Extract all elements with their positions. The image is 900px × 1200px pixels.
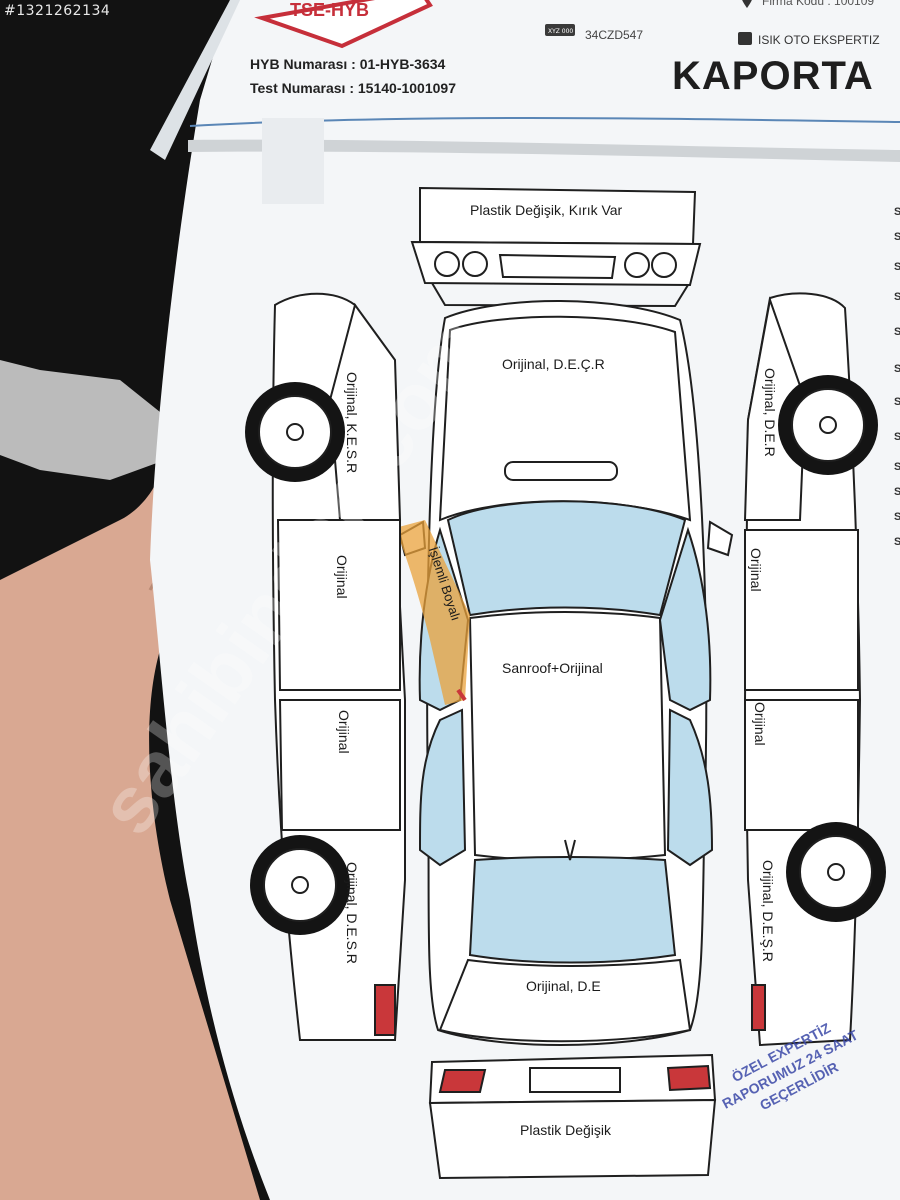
logo-text: TSE-HYB (290, 0, 369, 20)
hood-vent (504, 461, 618, 481)
trunk-label: Orijinal, D.E (526, 978, 601, 994)
front-bumper-label: Plastik Değişik, Kırık Var (470, 202, 623, 218)
rear-bumper-label: Plastik Değişik (520, 1122, 612, 1138)
right-front-fender-label: Orijinal, D.E.R (762, 368, 778, 457)
test-number: Test Numarası : 15140-1001097 (250, 80, 456, 96)
svg-text:S: S (894, 291, 900, 303)
right-side-glass-rear (666, 708, 714, 867)
firm-code: Firma Kodu : 100109 (762, 0, 875, 8)
right-side-glass-front (658, 526, 712, 712)
svg-text:S: S (894, 363, 900, 375)
tse-hyb-logo (254, 0, 433, 49)
left-front-wheel (245, 382, 345, 482)
table-header-bar (188, 139, 900, 162)
left-front-door-label: Orijinal (334, 555, 350, 599)
left-side-glass-rear (418, 708, 467, 867)
checklist-icon (262, 118, 324, 204)
svg-text:S: S (894, 511, 900, 523)
plate-badge-text: XYZ 000 (548, 28, 573, 35)
svg-text:S: S (894, 206, 900, 218)
windshield-glass (446, 500, 687, 617)
trunk-panel (438, 958, 692, 1043)
right-rear-fender-label: Orijinal, D.E.Ş.R (760, 860, 776, 962)
right-rear-wheel (786, 822, 886, 922)
car-top-view (398, 300, 734, 1046)
svg-text:S: S (894, 326, 900, 338)
left-rear-wheel (250, 835, 350, 935)
rear-glass (468, 856, 677, 964)
right-rear-door-label: Orijinal (752, 702, 768, 746)
hyb-number: HYB Numarası : 01-HYB-3634 (250, 56, 446, 72)
left-front-fender-label: Orijinal, K.E.S.R (344, 372, 360, 474)
roof-label: Sanroof+Orijinal (502, 660, 603, 676)
rear-bumper-diagram (428, 1053, 717, 1180)
svg-text:S: S (894, 461, 900, 473)
pillar-red-stroke (456, 688, 467, 702)
plate-badge (545, 24, 575, 36)
svg-text:S: S (894, 396, 900, 408)
calendar-icon (738, 32, 752, 45)
location-pin-icon (742, 0, 752, 8)
firm-name: ISIK OTO EKSPERTIZ (758, 33, 880, 47)
listing-id: #1321262134 (4, 3, 111, 19)
right-mirror (706, 520, 734, 557)
right-front-wheel (778, 375, 878, 475)
hand (0, 459, 260, 1200)
antenna (564, 839, 576, 861)
svg-text:S: S (894, 486, 900, 498)
roof-panel (468, 611, 667, 862)
section-title: KAPORTA (672, 54, 874, 98)
left-rear-door-label: Orijinal (336, 710, 352, 754)
plate-number: 34CZD547 (585, 28, 644, 42)
pillar-marked-area (395, 520, 470, 705)
front-bumper-diagram (410, 186, 702, 308)
plastic-bag (0, 360, 170, 480)
hood-label: Orijinal, D.E.Ç.R (502, 356, 605, 372)
svg-text:S: S (894, 431, 900, 443)
left-rear-fender-label: Orijinal, D.E.S.R (344, 862, 360, 964)
svg-text:S: S (894, 536, 900, 548)
right-front-door-label: Orijinal (748, 548, 764, 592)
svg-text:S: S (894, 231, 900, 243)
svg-text:S: S (894, 261, 900, 273)
right-edge-list: S S S S S S S S S S S S (894, 206, 900, 548)
